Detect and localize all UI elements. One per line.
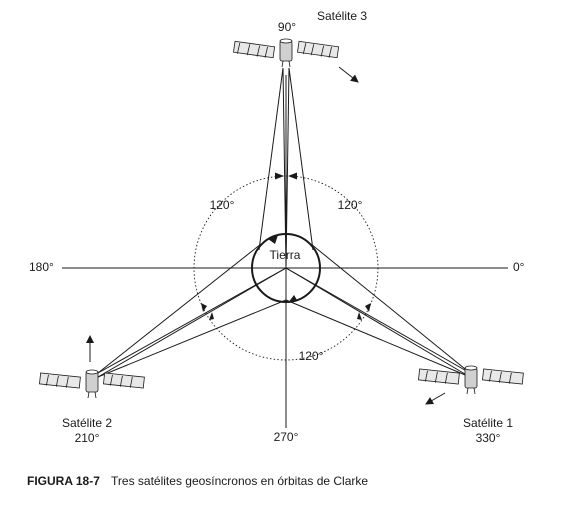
- angle-label-90: 90°: [278, 20, 296, 34]
- separation-label-right: 120°: [338, 198, 363, 212]
- orbit-direction-arrows: [86, 66, 446, 405]
- angle-label-180: 180°: [29, 260, 54, 274]
- satellite-1-direction-arrow: [425, 392, 446, 405]
- separation-circle: [193, 175, 379, 361]
- satellite-2-icon: [39, 369, 145, 399]
- coverage-beams: [97, 67, 471, 378]
- earth-label: Tierra: [270, 248, 301, 262]
- figure-caption-text: Tres satélites geosíncronos en órbitas d…: [111, 474, 369, 488]
- satellite-3-name: Satélite 3: [317, 9, 367, 23]
- angle-label-270: 270°: [274, 430, 299, 444]
- satellite-3-direction-arrow: [338, 66, 359, 83]
- figure-caption-label: FIGURA 18-7: [27, 474, 100, 488]
- satellite-1-icon: [418, 365, 524, 395]
- satellite-2-longitude: 210°: [75, 431, 100, 445]
- satellite-1-name: Satélite 1: [463, 416, 513, 430]
- figure-caption: FIGURA 18-7 Tres satélites geosíncronos …: [27, 474, 368, 488]
- satellite-2-name: Satélite 2: [62, 416, 112, 430]
- satellite-1-longitude: 330°: [476, 431, 501, 445]
- angle-label-0: 0°: [513, 260, 525, 274]
- separation-label-left: 120°: [210, 198, 235, 212]
- separation-label-bottom: 120°: [299, 349, 324, 363]
- geosynchronous-satellites-diagram: 90° Satélite 3 120° 120° 120° 180° 0° 27…: [29, 9, 525, 445]
- separation-arrows: [201, 172, 371, 320]
- earth: [251, 233, 321, 303]
- satellite-3-icon: [233, 38, 340, 68]
